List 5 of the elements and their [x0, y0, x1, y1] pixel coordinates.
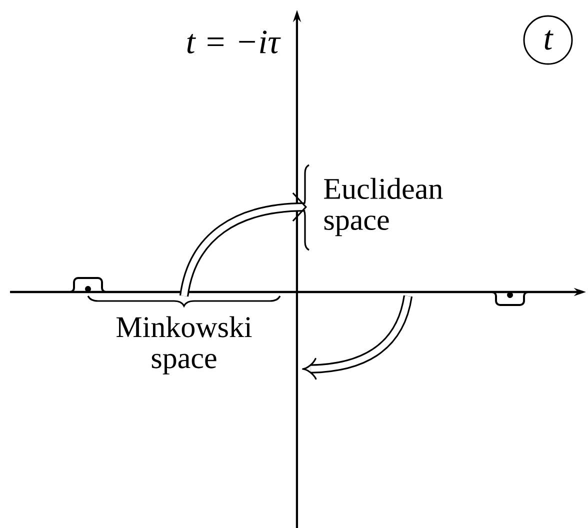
axis-label: t = −iτ [187, 30, 281, 54]
circled-letter: t [523, 15, 573, 65]
text-label: Euclidean space [324, 178, 443, 236]
text-label: Minkowski space [116, 316, 252, 374]
arrow [179, 192, 307, 297]
